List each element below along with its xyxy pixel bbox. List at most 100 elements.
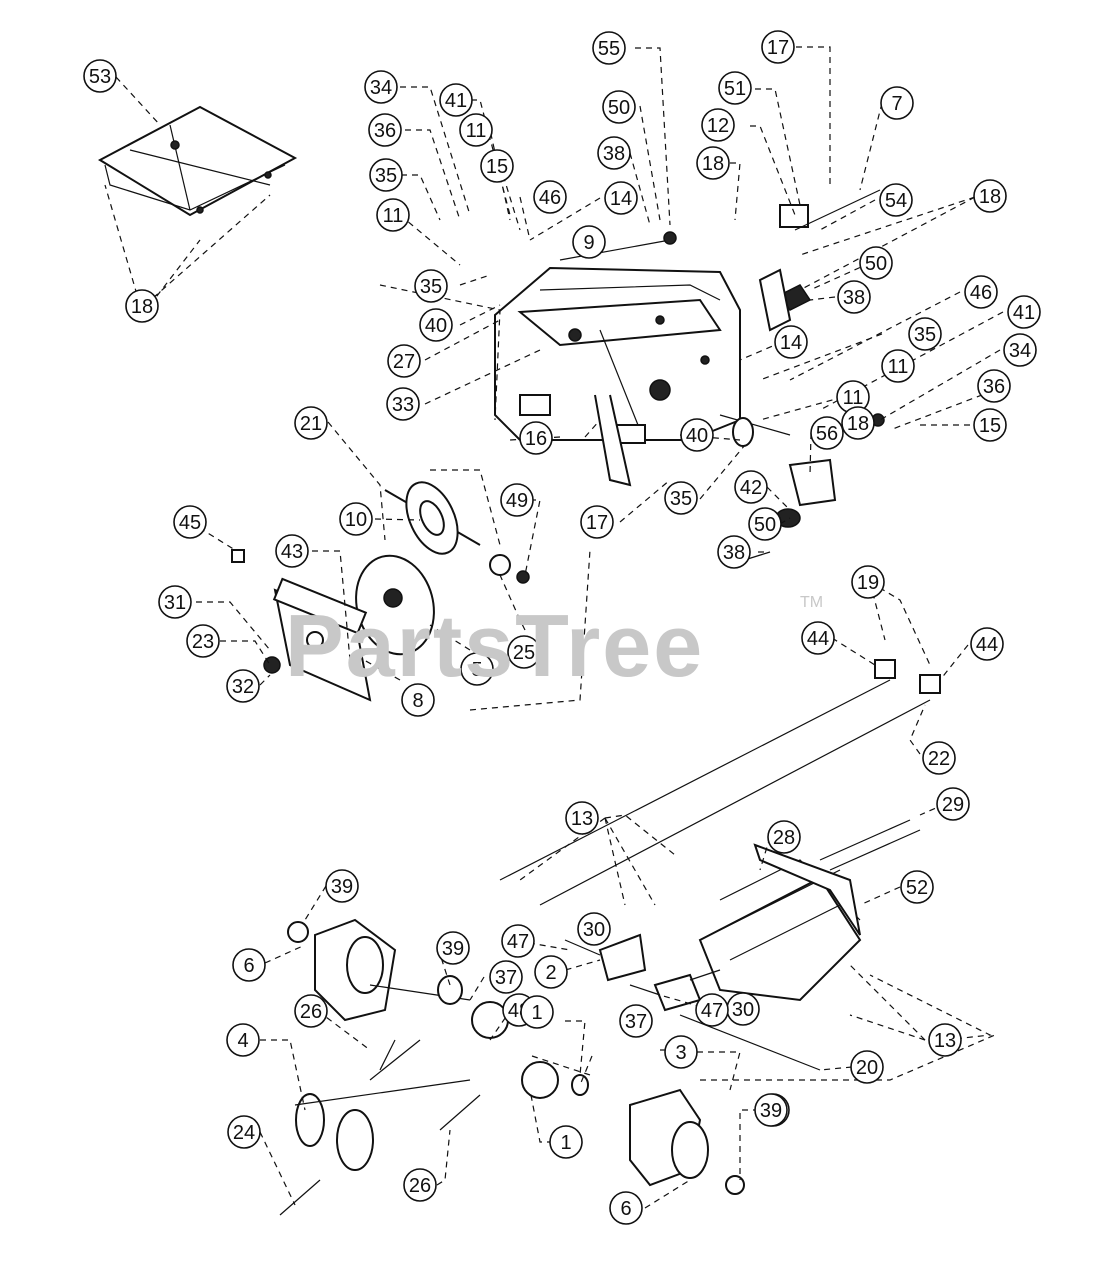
callout-3: 3 (664, 1035, 698, 1069)
callout-number: 7 (891, 93, 902, 115)
callout-17: 17 (580, 505, 614, 539)
callout-circle (439, 83, 473, 117)
callout-47: 47 (695, 993, 729, 1027)
callout-number: 16 (525, 428, 547, 450)
callout-26: 26 (403, 1168, 437, 1202)
callout-number: 42 (740, 477, 762, 499)
callout-34: 34 (1003, 333, 1037, 367)
callout-number: 47 (701, 1000, 723, 1022)
callout-number: 39 (760, 1100, 782, 1122)
callout-44: 44 (970, 627, 1004, 661)
callout-32: 32 (226, 669, 260, 703)
callout-number: 52 (906, 877, 928, 899)
callout-number: 9 (583, 232, 594, 254)
callout-38: 38 (597, 136, 631, 170)
callout-circle (767, 820, 801, 854)
callout-number: 35 (914, 324, 936, 346)
callout-circle (83, 59, 117, 93)
callout-15: 15 (480, 149, 514, 183)
callout-number: 8 (412, 690, 423, 712)
callout-circle (717, 535, 751, 569)
callout-circle (339, 502, 373, 536)
callout-2: 2 (534, 955, 568, 989)
callout-number: 14 (780, 332, 802, 354)
callout-number: 17 (767, 37, 789, 59)
callout-circle (519, 421, 553, 455)
callout-number: 18 (131, 296, 153, 318)
callout-50: 50 (859, 246, 893, 280)
callout-circle (125, 289, 159, 323)
callout-40: 40 (419, 308, 453, 342)
callout-44: 44 (801, 621, 835, 655)
callout-52: 52 (900, 870, 934, 904)
callout-number: 36 (983, 376, 1005, 398)
callout-circle (597, 136, 631, 170)
callout-18: 18 (973, 179, 1007, 213)
callout-14: 14 (604, 181, 638, 215)
callout-circle (325, 869, 359, 903)
callout-number: 11 (888, 356, 909, 378)
callout-33: 33 (386, 387, 420, 421)
callout-circle (602, 90, 636, 124)
callout-circle (501, 924, 535, 958)
callout-circle (718, 71, 752, 105)
shift-arm-assembly (564, 933, 821, 1071)
callout-number: 18 (702, 153, 724, 175)
callout-circle (664, 1035, 698, 1069)
callout-4: 4 (226, 1023, 260, 1057)
callout-number: 54 (885, 190, 907, 212)
callout-18: 18 (841, 406, 875, 440)
callout-circle (387, 344, 421, 378)
callout-11: 11 (881, 349, 915, 383)
callout-number: 17 (586, 512, 608, 534)
callout-15: 15 (973, 408, 1007, 442)
callout-number: 19 (857, 572, 879, 594)
callout-circle (922, 741, 956, 775)
callout-number: 43 (281, 541, 303, 563)
callout-number: 22 (928, 748, 950, 770)
callout-circle (580, 505, 614, 539)
callout-circle (294, 406, 328, 440)
callout-number: 18 (847, 413, 869, 435)
callout-circle (232, 948, 266, 982)
callout-17: 17 (761, 30, 795, 64)
callout-circle (970, 627, 1004, 661)
callout-number: 14 (610, 188, 632, 210)
callout-circle (695, 993, 729, 1027)
callout-number: 2 (545, 962, 556, 984)
callout-circle (734, 470, 768, 504)
callout-1: 1 (549, 1125, 583, 1159)
callout-28: 28 (767, 820, 801, 854)
callout-7: 7 (880, 86, 914, 120)
callout-circle (592, 31, 626, 65)
callout-circle (810, 416, 844, 450)
callout-number: 28 (773, 827, 795, 849)
callout-circle (459, 113, 493, 147)
callout-number: 27 (393, 351, 415, 373)
callout-number: 36 (374, 120, 396, 142)
callout-50: 50 (748, 507, 782, 541)
callout-number: 13 (571, 808, 593, 830)
callout-number: 53 (89, 66, 111, 88)
gear-housing-frame (494, 239, 741, 487)
callout-circle (507, 635, 541, 669)
callout-1: 1 (520, 995, 554, 1029)
callout-number: 30 (583, 919, 605, 941)
callout-22: 22 (922, 741, 956, 775)
callout-circle (520, 995, 554, 1029)
callout-number: 26 (409, 1175, 431, 1197)
callout-35: 35 (414, 269, 448, 303)
callout-number: 15 (486, 156, 508, 178)
callout-number: 34 (1009, 340, 1031, 362)
callout-number: 30 (732, 999, 754, 1021)
callout-number: 35 (420, 276, 442, 298)
callout-number: 33 (392, 394, 414, 416)
callout-circle (837, 280, 871, 314)
callout-26: 26 (294, 994, 328, 1028)
callout-number: 41 (1013, 302, 1035, 324)
callout-number: 37 (495, 967, 517, 989)
deflector-plate (97, 105, 298, 217)
callout-10: 10 (339, 502, 373, 536)
callout-40: 40 (680, 418, 714, 452)
